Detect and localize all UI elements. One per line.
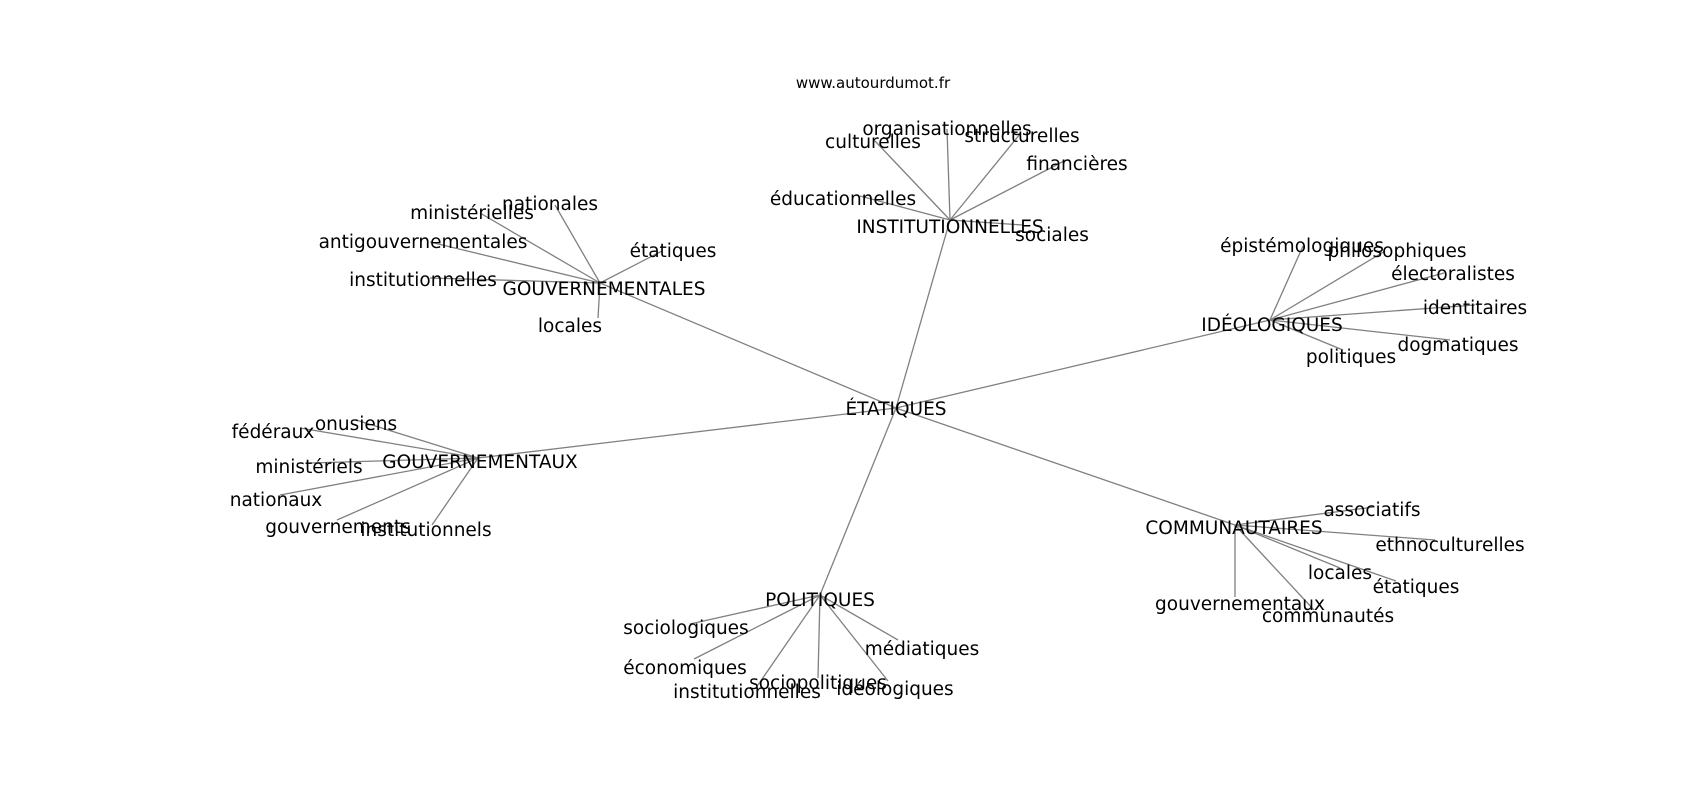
- edge-ideologiques-electoralistes: [1269, 272, 1445, 321]
- leaf-node-locales: locales: [1308, 563, 1372, 584]
- leaf-node-educationnelles: éducationnelles: [770, 189, 916, 210]
- edge-center-institutionnelles: [895, 219, 951, 409]
- leaf-node-sociopolitiques: sociopolitiques: [749, 673, 887, 694]
- edge-gouvernementaux-ministeriels: [309, 457, 479, 464]
- leaf-node-culturelles: culturelles: [825, 132, 921, 153]
- leaf-node-etatiques: étatiques: [630, 241, 717, 262]
- leaf-node-ideologiques: idéologiques: [836, 679, 953, 700]
- edge-center-ideologiques: [895, 319, 1271, 409]
- leaf-node-electoralistes: électoralistes: [1391, 264, 1515, 285]
- leaf-node-nationaux: nationaux: [230, 490, 323, 511]
- hub-node-gouvernementales: GOUVERNEMENTALES: [503, 279, 706, 300]
- edge-center-gouvernementales: [599, 282, 897, 409]
- leaf-node-nationales: nationales: [502, 194, 598, 215]
- edge-gouvernementaux-onusiens: [355, 419, 479, 459]
- edge-politiques-mediatiques: [819, 594, 899, 641]
- edge-ideologiques-philosophiques: [1269, 250, 1386, 321]
- edge-center-gouvernementaux: [477, 407, 897, 459]
- leaf-node-antigouvernementales: antigouvernementales: [319, 232, 528, 253]
- edge-gouvernementales-antigouvernementales: [429, 241, 601, 284]
- edge-institutionnelles-culturelles: [874, 140, 951, 221]
- leaf-node-economiques: économiques: [623, 658, 747, 679]
- edge-communautaires-etatiques: [1234, 524, 1397, 582]
- leaf-node-epistemologiques: épistémologiques: [1220, 236, 1384, 257]
- leaf-node-associatifs: associatifs: [1323, 500, 1420, 521]
- leaf-node-ethnoculturelles: ethnoculturelles: [1375, 535, 1524, 556]
- edge-politiques-sociopolitiques: [817, 594, 821, 679]
- hub-node-gouvernementaux: GOUVERNEMENTAUX: [382, 452, 578, 473]
- edge-gouvernementales-ministerielles: [479, 212, 601, 284]
- leaf-node-locales: locales: [538, 316, 602, 337]
- edge-communautaires-locales: [1234, 524, 1341, 569]
- edge-gouvernementaux-institutionnels: [431, 457, 479, 526]
- edge-ideologiques-epistemologiques: [1269, 245, 1304, 321]
- edge-gouvernementaux-federaux: [299, 427, 479, 459]
- graph-labels: www.autourdumot.fr ÉTATIQUES INSTITUTIONN…: [230, 74, 1527, 703]
- edge-communautaires-ethnoculturelles: [1234, 524, 1436, 541]
- edge-center-politiques: [819, 407, 897, 596]
- hub-node-institutionnelles: INSTITUTIONNELLES: [856, 217, 1043, 238]
- leaf-node-ministerielles: ministérielles: [410, 203, 534, 224]
- edge-gouvernementaux-nationaux: [279, 457, 479, 496]
- edge-politiques-institutionnelles: [757, 594, 821, 686]
- leaf-node-sociales: sociales: [1015, 225, 1089, 246]
- edge-politiques-economiques: [693, 594, 821, 660]
- leaf-node-politiques: politiques: [1306, 347, 1396, 368]
- edge-gouvernementales-locales: [597, 282, 601, 319]
- edge-gouvernementaux-gouvernements: [336, 457, 479, 521]
- edge-politiques-sociologiques: [689, 594, 821, 625]
- hub-node-communautaires: COMMUNAUTAIRES: [1145, 518, 1322, 539]
- edge-institutionnelles-financieres: [949, 159, 1067, 221]
- edge-ideologiques-identitaires: [1269, 304, 1476, 321]
- leaf-node-sociologiques: sociologiques: [623, 618, 748, 639]
- source-credit: www.autourdumot.fr: [796, 74, 951, 92]
- leaf-node-communautes: communautés: [1262, 606, 1394, 627]
- edge-gouvernementales-nationales: [554, 204, 601, 284]
- edge-ideologiques-politiques: [1269, 319, 1344, 351]
- edge-institutionnelles-structurelles: [949, 133, 1021, 221]
- leaf-node-financieres: financières: [1026, 154, 1127, 175]
- leaf-node-identitaires: identitaires: [1423, 298, 1527, 319]
- leaf-node-ministeriels: ministériels: [255, 457, 362, 478]
- leaf-node-gouvernementaux: gouvernementaux: [1155, 594, 1325, 615]
- leaf-node-institutionnelles: institutionnelles: [349, 270, 497, 291]
- leaf-node-gouvernements: gouvernements: [265, 517, 411, 538]
- hub-node-ideologiques: IDÉOLOGIQUES: [1201, 314, 1343, 336]
- leaf-node-philosophiques: philosophiques: [1327, 241, 1466, 262]
- edge-institutionnelles-educationnelles: [859, 195, 951, 221]
- edge-gouvernementales-etatiques: [599, 250, 663, 284]
- edge-politiques-ideologiques: [819, 594, 889, 682]
- edge-communautaires-associatifs: [1234, 506, 1375, 526]
- edge-institutionnelles-organisationnelles: [946, 128, 951, 221]
- edge-ideologiques-dogmatiques: [1269, 319, 1451, 341]
- leaf-node-etatiques: étatiques: [1373, 577, 1460, 598]
- leaf-node-onusiens: onusiens: [315, 414, 397, 435]
- leaf-node-structurelles: structurelles: [964, 126, 1079, 147]
- graph-edges: [279, 128, 1476, 686]
- edge-gouvernementales-institutionnelles: [429, 277, 601, 284]
- edge-institutionnelles-sociales: [949, 219, 1023, 226]
- leaf-node-organisationnelles: organisationnelles: [862, 119, 1031, 140]
- edge-center-communautaires: [895, 407, 1236, 526]
- edge-communautaires-communautes: [1234, 524, 1315, 611]
- leaf-node-institutionnels: institutionnels: [360, 520, 491, 541]
- leaf-node-dogmatiques: dogmatiques: [1397, 335, 1518, 356]
- leaf-node-institutionnelles: institutionnelles: [673, 682, 821, 703]
- leaf-node-mediatiques: médiatiques: [865, 639, 980, 660]
- hub-node-politiques: POLITIQUES: [765, 590, 875, 611]
- center-node-label: ÉTATIQUES: [845, 398, 946, 420]
- leaf-node-federaux: fédéraux: [232, 422, 315, 443]
